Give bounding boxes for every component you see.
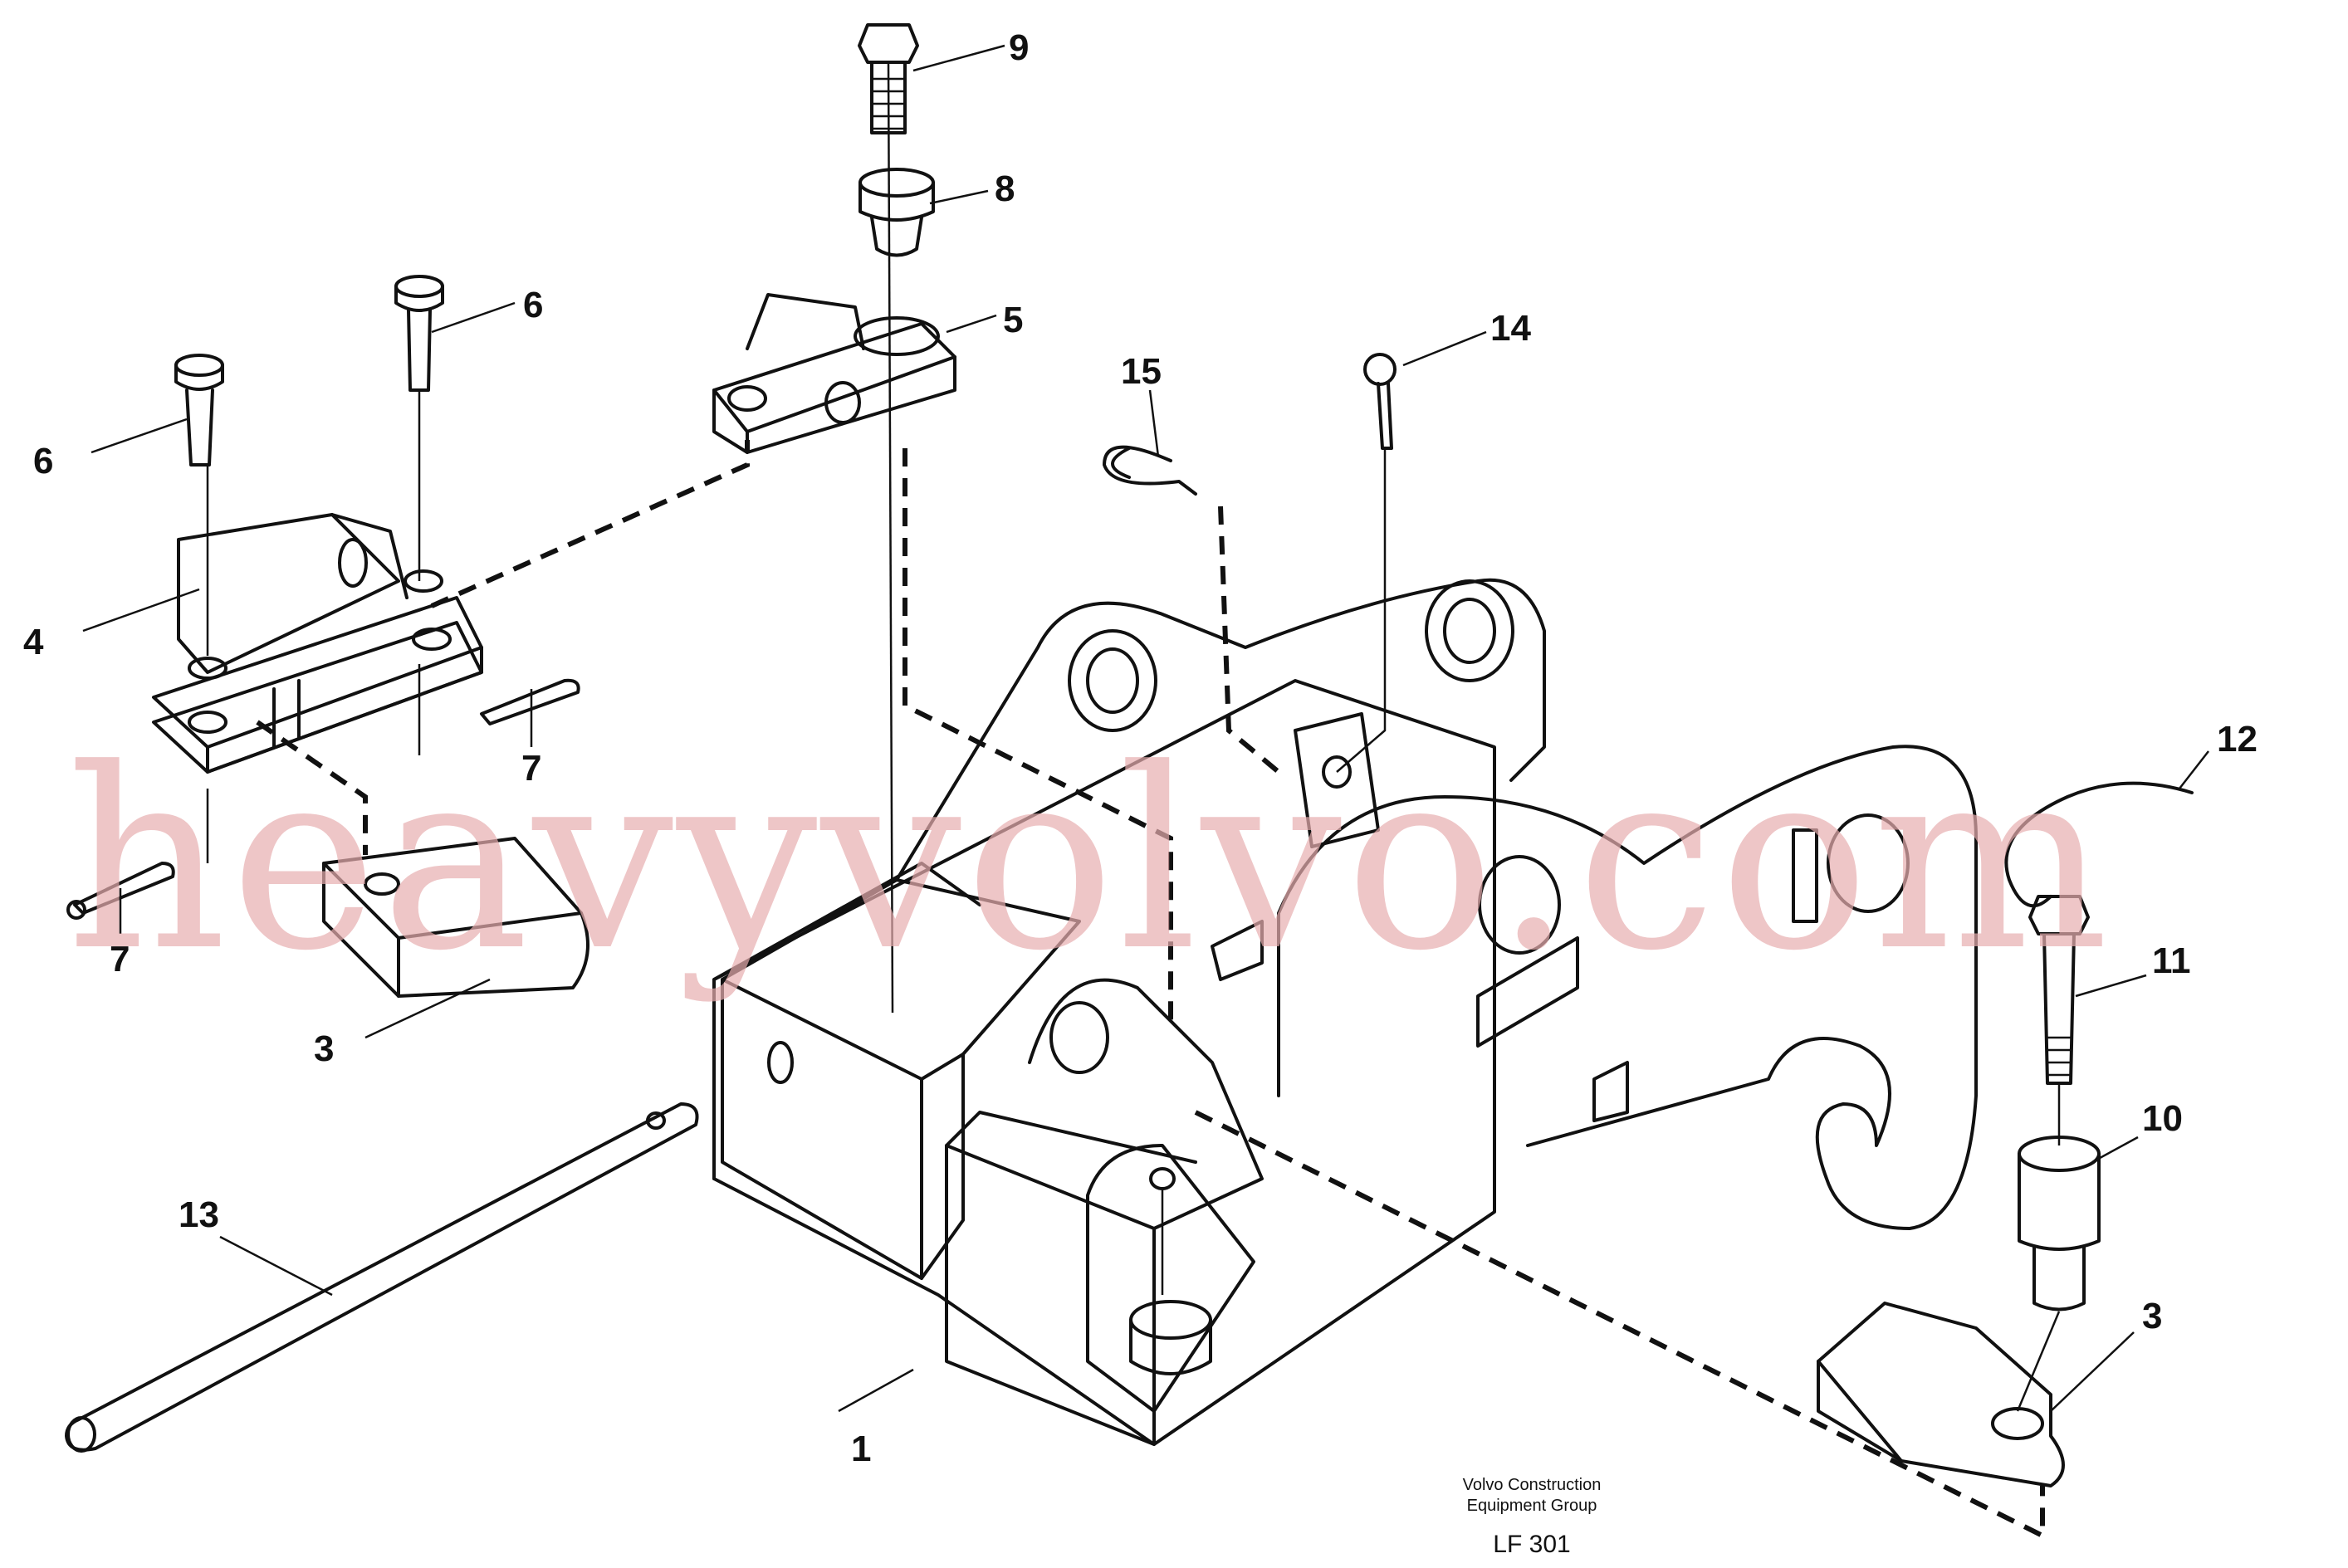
callout-1: 1 bbox=[851, 1429, 871, 1469]
callout-7-left: 7 bbox=[110, 939, 130, 979]
callout-7-right: 7 bbox=[521, 748, 541, 789]
shaft-part-13 bbox=[65, 1102, 699, 1453]
ring-pin-part-14 bbox=[1363, 353, 1397, 450]
callout-15: 15 bbox=[1121, 351, 1162, 392]
wedge-block-part-3-right bbox=[1817, 1302, 2065, 1487]
callout-6-right: 6 bbox=[523, 285, 543, 325]
callout-13: 13 bbox=[179, 1194, 219, 1235]
clip-part-15 bbox=[1103, 445, 1197, 496]
callout-numbers: 1 3 3 4 5 6 6 7 7 8 9 10 11 12 13 14 15 bbox=[23, 27, 2258, 1469]
bracket-part-4 bbox=[152, 513, 483, 774]
credit-line-1: Volvo Construction bbox=[1463, 1476, 1602, 1494]
callout-14: 14 bbox=[1490, 308, 1531, 349]
watermark: heavyvolvo.com bbox=[66, 716, 2112, 1005]
credit-block: Volvo Construction Equipment Group LF 30… bbox=[1463, 1476, 1602, 1558]
sleeve-part-10 bbox=[2018, 1136, 2101, 1312]
callout-3-right: 3 bbox=[2142, 1296, 2162, 1336]
bushing-part-8 bbox=[858, 168, 935, 257]
drawing-code: LF 301 bbox=[1493, 1531, 1570, 1558]
callout-6-left: 6 bbox=[33, 441, 53, 481]
callout-12: 12 bbox=[2217, 719, 2258, 760]
cotter-pin-part-7-left bbox=[66, 862, 175, 920]
wedge-block-part-3-left bbox=[322, 837, 589, 998]
pin-part-6-left bbox=[174, 354, 224, 466]
callout-11: 11 bbox=[2152, 940, 2191, 981]
cotter-pin-part-7-right bbox=[480, 678, 580, 725]
callout-9: 9 bbox=[1009, 27, 1029, 68]
leader-lines bbox=[82, 44, 2209, 1413]
callout-5: 5 bbox=[1003, 300, 1023, 340]
callout-8: 8 bbox=[995, 169, 1015, 209]
assembly-lines bbox=[206, 61, 2061, 1540]
callout-10: 10 bbox=[2142, 1098, 2183, 1139]
callout-4: 4 bbox=[23, 622, 44, 662]
pin-part-6-right bbox=[394, 275, 444, 392]
callout-3-left: 3 bbox=[314, 1028, 334, 1069]
credit-line-2: Equipment Group bbox=[1467, 1497, 1597, 1515]
quick-coupler-frame bbox=[712, 578, 1978, 1446]
lever-part-5 bbox=[712, 293, 956, 454]
wire-part-12 bbox=[2004, 781, 2194, 908]
